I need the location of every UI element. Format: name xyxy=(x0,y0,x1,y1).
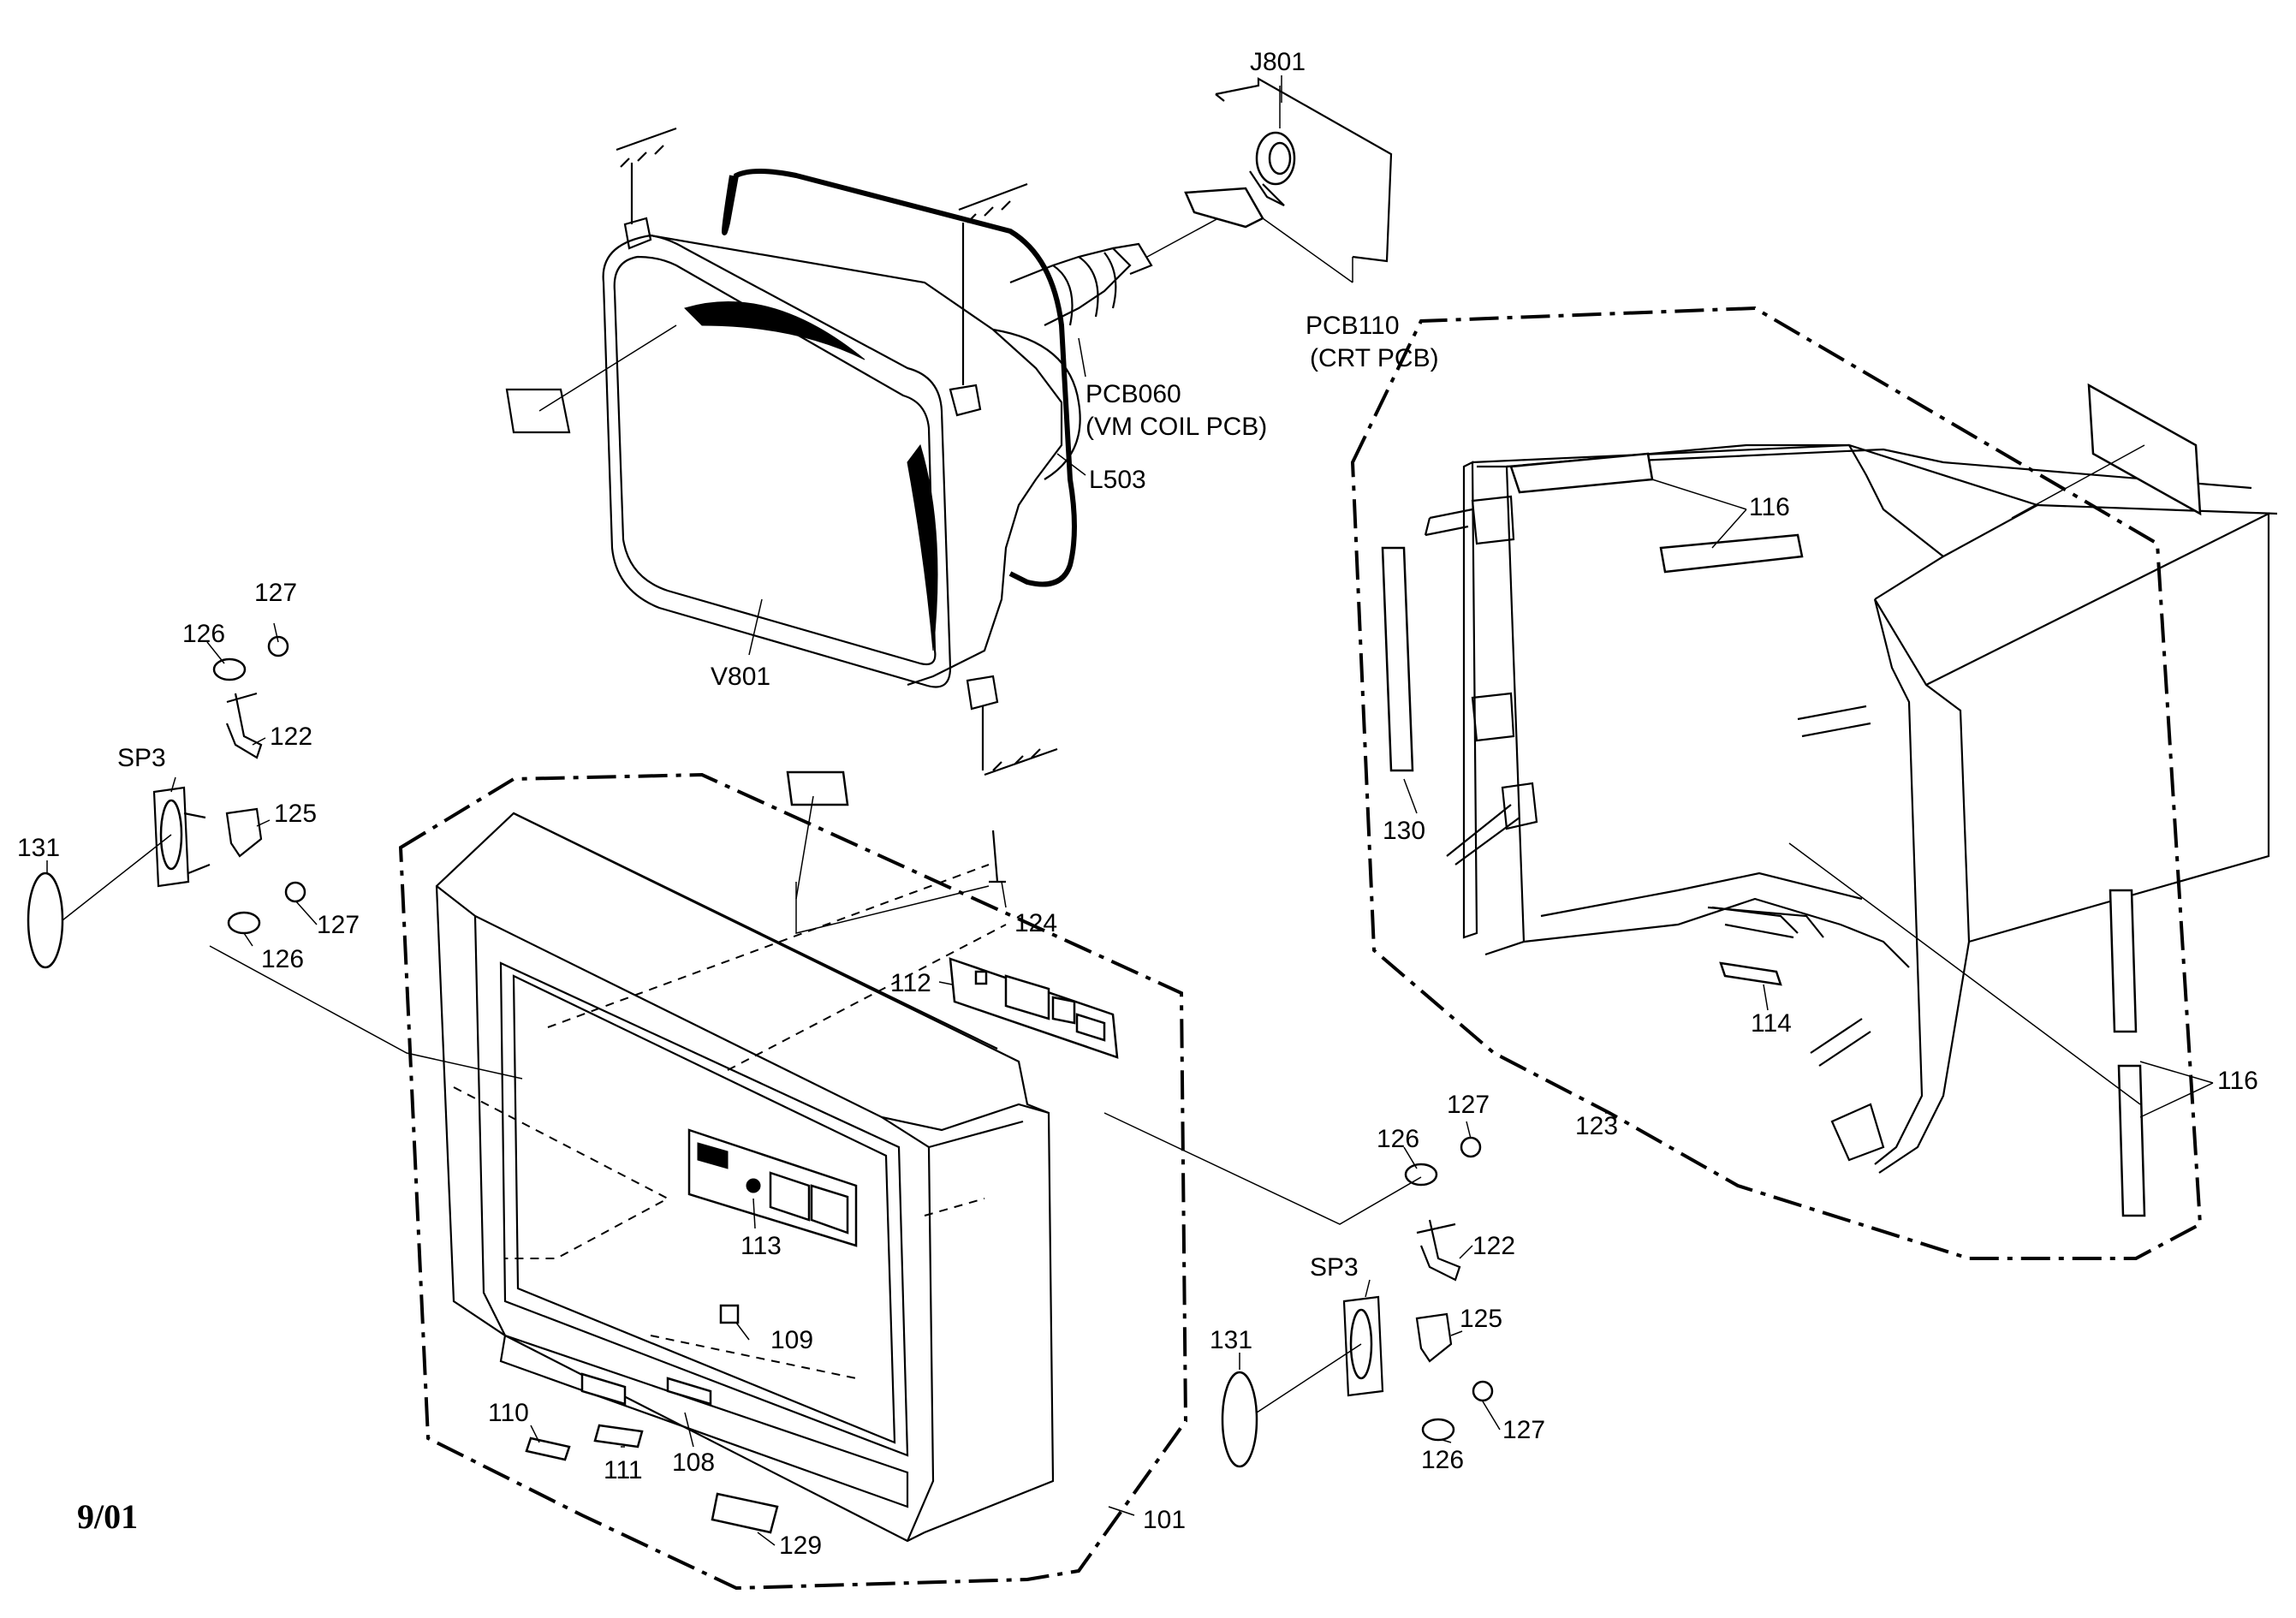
label-116-top: 116 xyxy=(1749,493,1790,521)
label-126-right-lower: 126 xyxy=(1421,1446,1464,1474)
label-122-left: 122 xyxy=(270,723,312,751)
label-109: 109 xyxy=(770,1326,813,1354)
label-126-right-upper: 126 xyxy=(1377,1125,1419,1153)
front-cabinet xyxy=(398,770,1188,1591)
label-131-right: 131 xyxy=(1210,1326,1252,1354)
leader-lines xyxy=(46,75,2214,1546)
label-pcb060: PCB060 xyxy=(1086,380,1181,408)
label-101: 101 xyxy=(1143,1506,1186,1534)
crt-pcb-board xyxy=(1184,77,1393,283)
right-speaker-assembly xyxy=(1103,842,2141,1468)
label-pcb060-desc: (VM COIL PCB) xyxy=(1086,413,1267,441)
label-j801: J801 xyxy=(1250,48,1306,76)
rear-cabinet xyxy=(1350,306,2278,1260)
left-speaker-assembly xyxy=(27,635,990,1080)
label-111: 111 xyxy=(604,1456,643,1484)
label-116-right: 116 xyxy=(2217,1067,2258,1095)
label-sp3-right: SP3 xyxy=(1310,1253,1359,1282)
label-v801: V801 xyxy=(711,663,770,691)
label-sp3-left: SP3 xyxy=(117,744,166,772)
label-pcb110-desc: (CRT PCB) xyxy=(1310,344,1439,372)
callout-labels: J801 PCB110 (CRT PCB) PCB060 (VM COIL PC… xyxy=(17,48,2258,1560)
label-131-left: 131 xyxy=(17,834,60,862)
label-127-right-upper: 127 xyxy=(1447,1091,1490,1119)
label-l503: L503 xyxy=(1089,466,1146,494)
label-122-right: 122 xyxy=(1472,1232,1515,1260)
label-108: 108 xyxy=(672,1448,715,1477)
label-124: 124 xyxy=(1014,909,1057,937)
label-113: 113 xyxy=(741,1232,782,1260)
label-130: 130 xyxy=(1383,817,1425,845)
label-125-left: 125 xyxy=(274,800,317,828)
label-125-right: 125 xyxy=(1460,1305,1502,1333)
label-pcb110: PCB110 xyxy=(1306,312,1400,340)
label-114: 114 xyxy=(1751,1009,1792,1038)
label-126-left-lower: 126 xyxy=(261,945,304,973)
label-129: 129 xyxy=(779,1532,822,1560)
date-code: 9/01 xyxy=(77,1497,138,1536)
label-127-right-lower: 127 xyxy=(1502,1416,1545,1444)
degauss-coil xyxy=(722,169,1077,587)
label-112: 112 xyxy=(890,969,931,997)
label-126-left-upper: 126 xyxy=(182,620,225,648)
label-123: 123 xyxy=(1575,1112,1618,1140)
label-127-left-upper: 127 xyxy=(254,579,297,607)
label-127-left-lower: 127 xyxy=(317,911,360,939)
crt-picture-tube xyxy=(505,127,1251,776)
label-110: 110 xyxy=(488,1399,529,1427)
